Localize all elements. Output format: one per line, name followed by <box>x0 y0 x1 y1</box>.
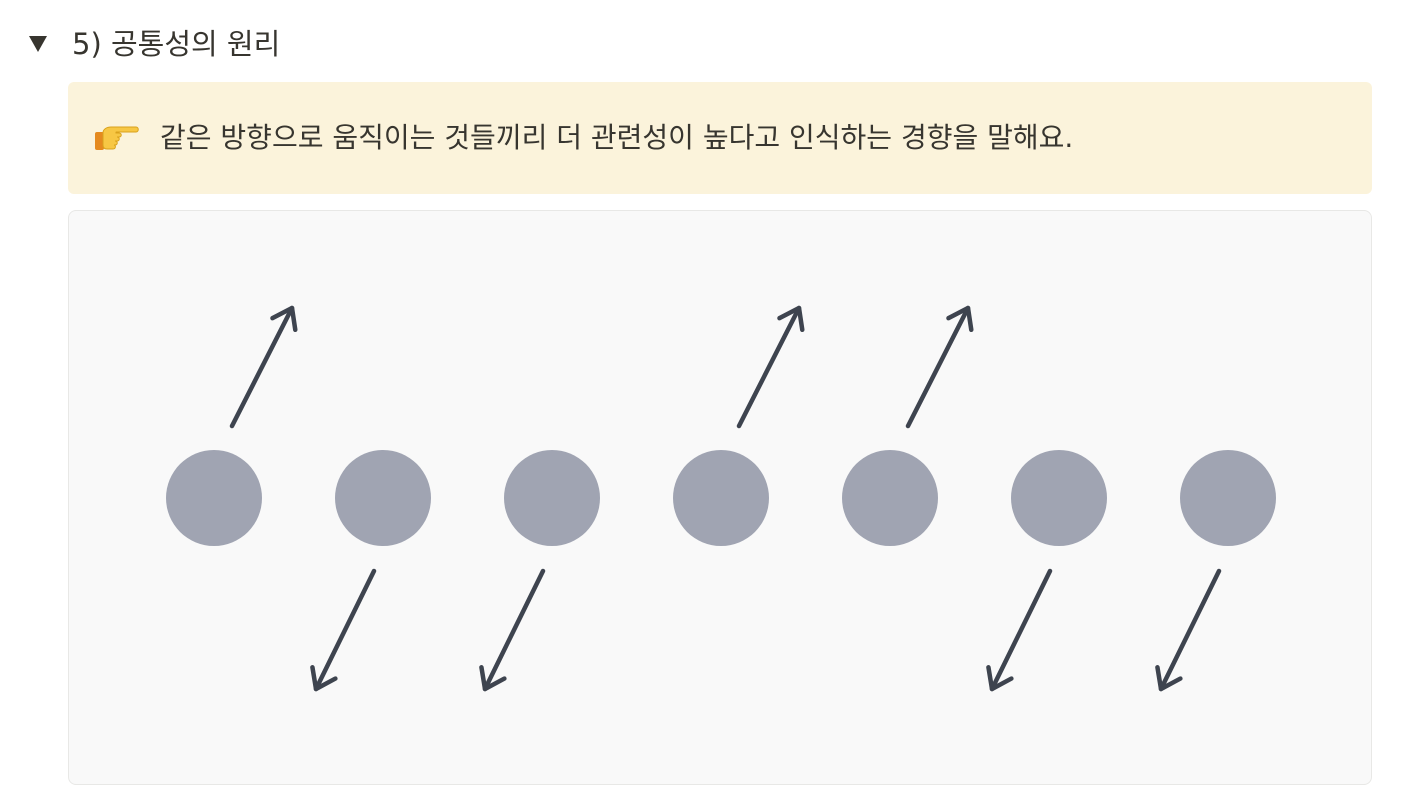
dot <box>1011 450 1107 546</box>
arrow-down-left-icon <box>986 568 1053 692</box>
toggle-block[interactable]: 5) 공통성의 원리 <box>26 22 280 66</box>
motion-item <box>842 305 974 546</box>
toggle-title: 5) 공통성의 원리 <box>72 27 281 61</box>
pointing-hand-icon <box>94 115 140 161</box>
arrow-up-right-icon <box>229 305 298 429</box>
arrow-down-left-icon <box>479 568 546 692</box>
arrow-down-left-icon <box>310 568 377 692</box>
callout-text: 같은 방향으로 움직이는 것들끼리 더 관련성이 높다고 인식하는 경향을 말해… <box>160 121 1074 154</box>
diagram-canvas <box>166 305 1276 692</box>
callout-box: 같은 방향으로 움직이는 것들끼리 더 관련성이 높다고 인식하는 경향을 말해… <box>68 82 1372 194</box>
dot <box>1180 450 1276 546</box>
motion-item <box>986 450 1107 692</box>
dot <box>673 450 769 546</box>
dot <box>166 450 262 546</box>
motion-item <box>166 305 298 546</box>
motion-item <box>1155 450 1276 692</box>
common-fate-diagram <box>68 210 1372 785</box>
dot <box>335 450 431 546</box>
triangle-down-icon[interactable] <box>26 32 50 56</box>
motion-item <box>310 450 431 692</box>
arrow-down-left-icon <box>1155 568 1222 692</box>
motion-item <box>673 305 805 546</box>
arrow-up-right-icon <box>736 305 805 429</box>
motion-item <box>479 450 600 692</box>
dot <box>842 450 938 546</box>
arrow-up-right-icon <box>905 305 974 429</box>
dot <box>504 450 600 546</box>
